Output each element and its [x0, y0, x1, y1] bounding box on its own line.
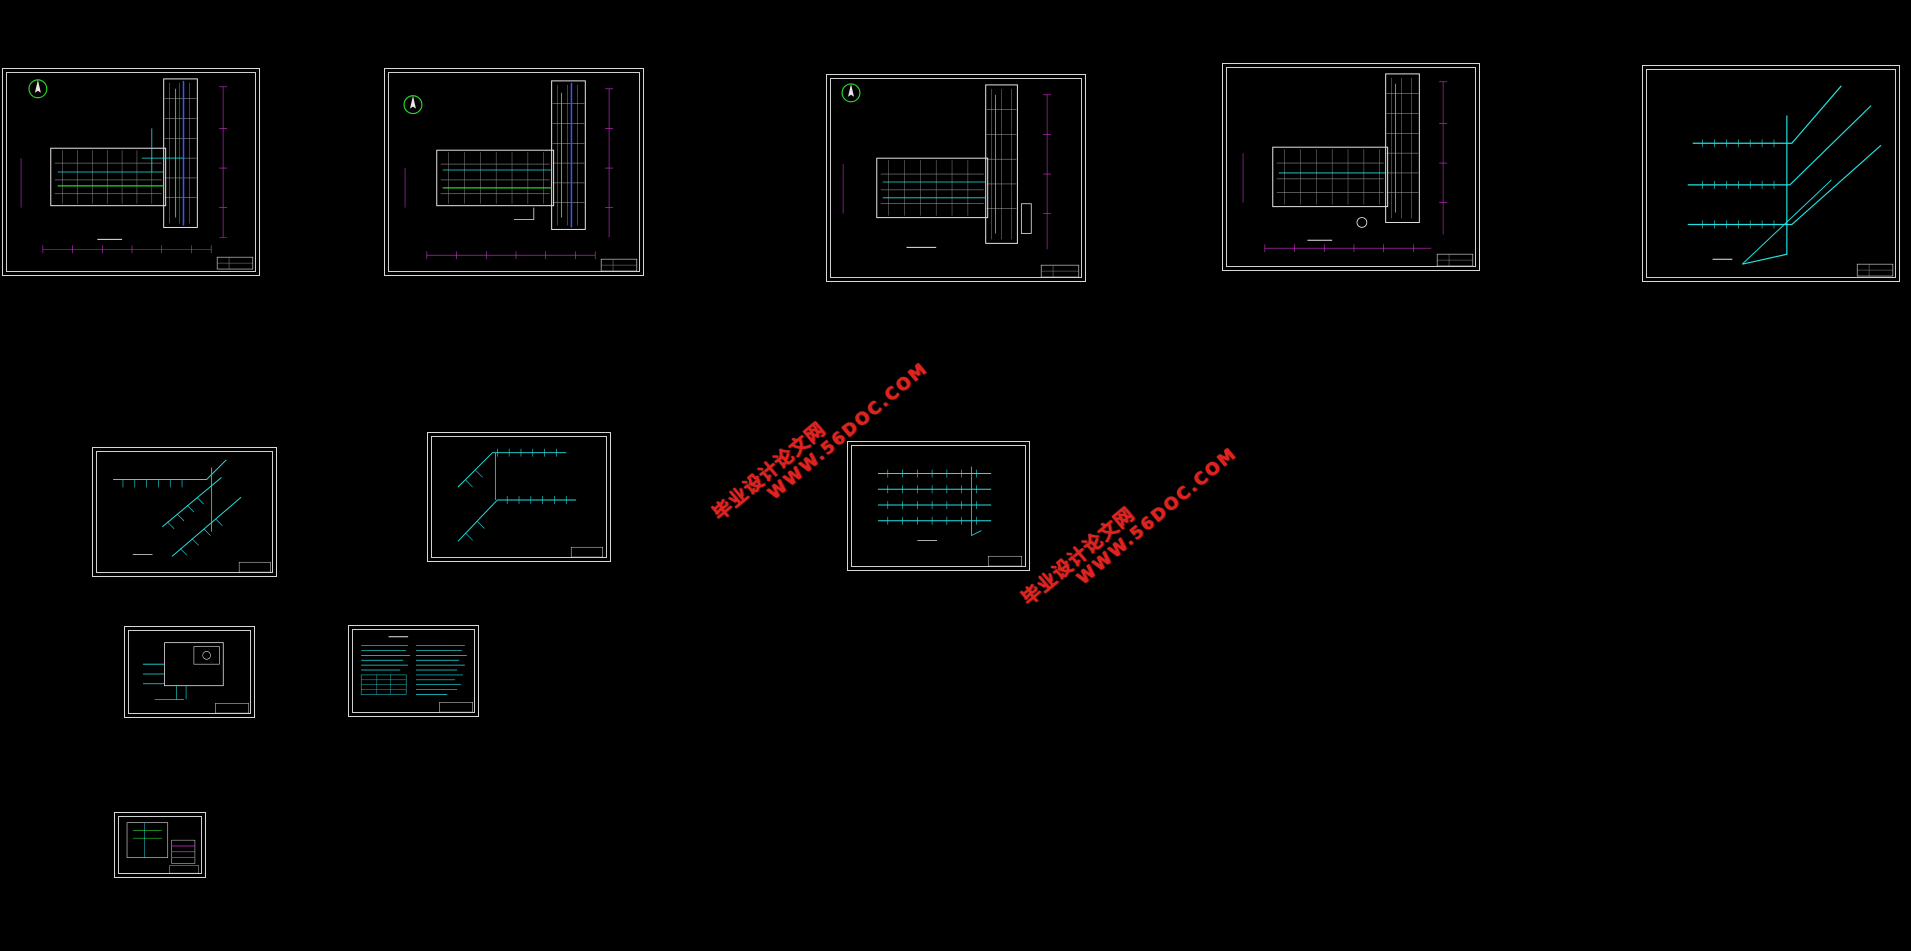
north-arrow-needle-icon [34, 79, 41, 93]
drawing-sheet-isometric-system-3[interactable] [427, 432, 611, 562]
watermark-2-site-name: 毕业设计论文网 [1017, 503, 1139, 610]
small-detail-drawing [126, 822, 199, 874]
drawing-sheet-detail-diagram[interactable] [124, 626, 255, 718]
drawing-sheet-floor-plan-2[interactable] [384, 68, 644, 276]
isometric-system-1-drawing [1687, 85, 1894, 277]
drawing-sheet-design-notes[interactable] [348, 625, 479, 717]
isometric-system-4-drawing [877, 466, 1022, 567]
drawing-sheet-floor-plan-1[interactable] [2, 68, 260, 276]
drawing-sheet-floor-plan-4[interactable] [1222, 63, 1480, 271]
floor-plan-3-drawing [841, 83, 1080, 278]
detail-diagram-drawing [143, 642, 249, 714]
drawing-sheet-isometric-system-4[interactable] [847, 441, 1030, 571]
isometric-system-2-drawing [113, 459, 271, 573]
floor-plan-1-drawing [20, 78, 254, 270]
drawing-sheet-floor-plan-3[interactable] [826, 74, 1086, 282]
floor-plan-4-drawing [1242, 73, 1474, 267]
design-notes-drawing [360, 636, 473, 713]
watermark-2-url: WWW.56DOC.COM [1073, 443, 1242, 590]
north-arrow-needle-icon [410, 95, 416, 109]
north-arrow-needle-icon [848, 83, 854, 97]
north-arrow-icon [403, 95, 423, 115]
floor-plan-2-drawing [403, 80, 638, 272]
drawing-sheet-small-detail[interactable] [114, 812, 206, 878]
drawing-sheet-isometric-system-2[interactable] [92, 447, 277, 577]
drawing-sheet-isometric-system-1[interactable] [1642, 65, 1900, 282]
isometric-system-3-drawing [457, 448, 603, 558]
watermark-2: 毕业设计论文网 WWW.56DOC.COM [1015, 425, 1241, 625]
north-arrow-icon [28, 79, 48, 99]
north-arrow-icon [841, 83, 861, 103]
